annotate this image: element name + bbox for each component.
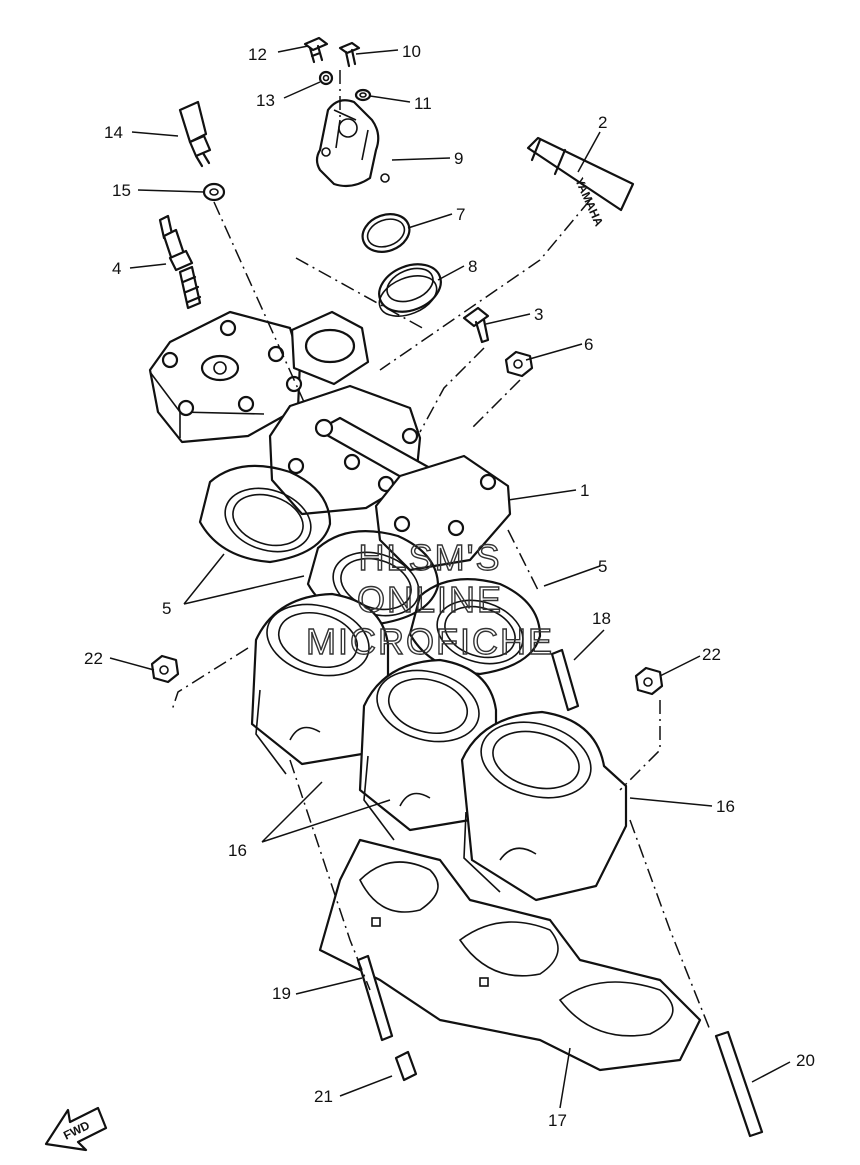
watermark: HLSM'S ONLINE MICROFICHE: [305, 536, 554, 662]
head-gasket-rear: [198, 464, 332, 564]
watermark-line-2: ONLINE: [357, 579, 503, 620]
nut-22-right: [634, 666, 664, 696]
callout-7: 7: [456, 205, 465, 224]
thermo-sensor-14: [178, 100, 212, 168]
washer-11: [354, 88, 372, 102]
cylinder-rear: [250, 592, 390, 775]
watermark-line-1: HLSM'S: [359, 537, 502, 578]
fwd-arrow-icon: FWD: [44, 1106, 108, 1152]
bolt-10: [338, 41, 361, 68]
stud-20: [714, 1030, 764, 1138]
washer-13: [318, 70, 334, 86]
callout-5-right: 5: [598, 557, 607, 576]
callout-11: 11: [414, 94, 432, 113]
callout-16-left: 16: [228, 841, 247, 860]
callout-15: 15: [112, 181, 131, 200]
stud-18: [550, 648, 580, 712]
callout-5-left: 5: [162, 599, 171, 618]
callout-18: 18: [592, 609, 611, 628]
callout-22-right: 22: [702, 645, 721, 664]
decal-2: YAMAHA: [526, 136, 635, 229]
callout-16-right: 16: [716, 797, 735, 816]
nut-6: [504, 350, 534, 378]
callout-8: 8: [468, 257, 477, 276]
dowel-21: [394, 1050, 418, 1082]
thermostat-cover-9: [315, 99, 390, 188]
callout-4: 4: [112, 259, 121, 278]
callout-13: 13: [256, 91, 275, 110]
callout-17: 17: [548, 1111, 567, 1130]
watermark-line-3: MICROFICHE: [306, 621, 554, 662]
callout-3: 3: [534, 305, 543, 324]
stud-19: [356, 954, 394, 1042]
fitting-3: [462, 306, 490, 344]
callout-14: 14: [104, 123, 123, 142]
callout-6: 6: [584, 335, 593, 354]
thermostat-8: [378, 263, 442, 317]
callout-12: 12: [248, 45, 267, 64]
cylinder-front: [460, 710, 628, 902]
cylinder-mid: [358, 658, 498, 841]
bolt-12: [303, 36, 329, 64]
callout-19: 19: [272, 984, 291, 1003]
callout-10: 10: [402, 42, 421, 61]
base-gasket: [318, 838, 702, 1072]
callout-9: 9: [454, 149, 463, 168]
washer-15: [202, 182, 226, 202]
callout-2: 2: [598, 113, 607, 132]
callout-22-left: 22: [84, 649, 103, 668]
callout-1: 1: [580, 481, 589, 500]
cylinder-head-mid: [268, 310, 440, 516]
callout-20: 20: [796, 1051, 815, 1070]
spark-plug-4: [158, 214, 202, 310]
nut-22-left: [150, 654, 180, 684]
callout-21: 21: [314, 1087, 333, 1106]
o-ring-7: [361, 213, 411, 253]
